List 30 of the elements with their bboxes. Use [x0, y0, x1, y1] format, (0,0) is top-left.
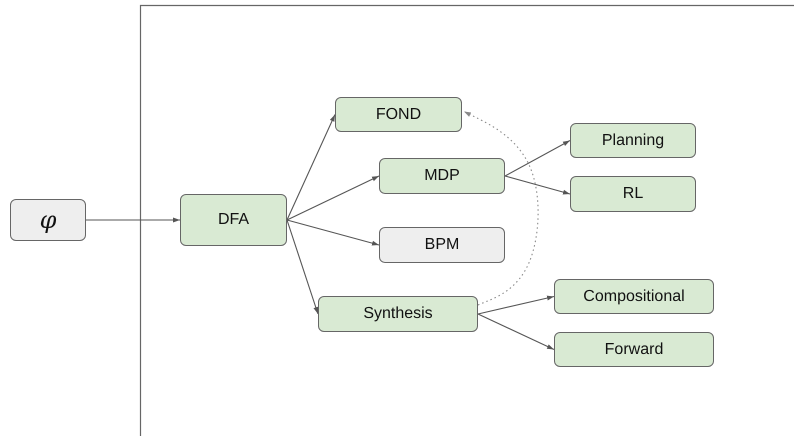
process-box: [10, 199, 86, 241]
node-label: FOND: [376, 106, 422, 124]
process-box: [335, 97, 462, 132]
arrow: [286, 219, 380, 246]
arrow: [478, 296, 554, 315]
arrow: [478, 314, 554, 350]
process-box: [379, 158, 505, 194]
arrow: [286, 176, 380, 220]
process-box: [554, 332, 714, 367]
process-box: [180, 194, 287, 246]
node-label: Synthesis: [363, 305, 433, 323]
arrow: [86, 218, 180, 222]
process-box: [554, 279, 714, 314]
node-label: DFA: [218, 211, 250, 229]
node-label: Compositional: [583, 288, 685, 306]
dotted-arrow: [464, 111, 539, 306]
process-box: [318, 296, 478, 332]
arrow: [504, 140, 570, 176]
node-label: BPM: [424, 236, 460, 254]
arrow: [286, 114, 336, 220]
node-label: Planning: [602, 132, 664, 150]
process-box: [379, 227, 505, 263]
process-box: [570, 176, 696, 212]
process-box: [570, 123, 696, 158]
node-label: RL: [622, 185, 644, 203]
arrow: [286, 220, 319, 314]
node-label: Forward: [604, 340, 664, 358]
node-label: φ: [40, 206, 56, 234]
arrow: [504, 175, 570, 195]
node-label: MDP: [424, 167, 460, 185]
